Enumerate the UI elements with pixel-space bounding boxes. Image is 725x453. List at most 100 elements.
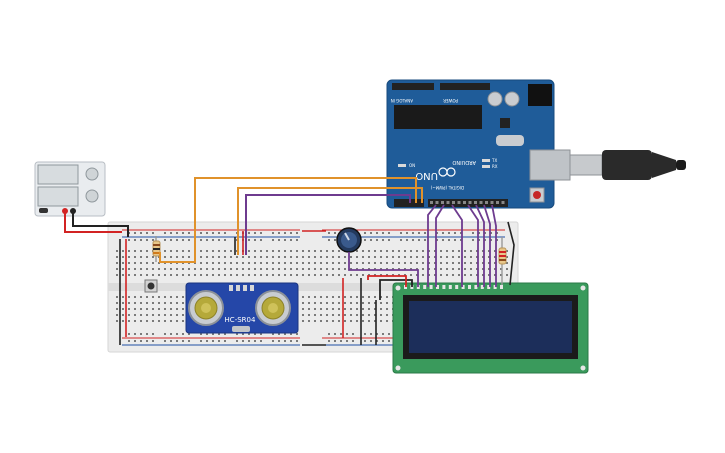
breadboard-hole [308,314,310,316]
breadboard-hole [320,314,322,316]
breadboard-hole [164,320,166,322]
breadboard-hole [290,256,292,258]
breadboard-hole [200,250,202,252]
sensor-pin-gnd[interactable] [250,285,254,291]
arduino-digital-pin[interactable] [457,201,461,204]
breadboard-hole [218,250,220,252]
breadboard-hole [212,333,214,335]
lcd-pin[interactable] [487,285,491,289]
breadboard-hole [134,320,136,322]
lcd-pin[interactable] [468,285,471,289]
breadboard-hole [356,262,358,264]
arduino-digital-pin[interactable] [496,201,499,204]
breadboard-hole [338,320,340,322]
arduino-digital-pin[interactable] [446,201,450,204]
breadboard-hole [272,333,274,335]
current-knob-icon[interactable] [85,189,99,203]
push-button[interactable] [144,279,158,293]
arduino-digital-pin[interactable] [452,201,455,204]
breadboard-hole [224,256,226,258]
breadboard-hole [422,274,424,276]
breadboard-hole [410,268,412,270]
breadboard-hole [128,239,130,241]
breadboard-hole [506,250,508,252]
lcd-pin[interactable] [429,285,433,289]
lcd-pin[interactable] [436,285,439,289]
lcd-resistor[interactable] [498,237,507,285]
lcd-pin[interactable] [474,285,478,289]
breadboard-hole [488,250,490,252]
lcd-pin[interactable] [455,285,459,289]
breadboard-hole [182,302,184,304]
breadboard-hole [368,308,370,310]
breadboard-hole [332,320,334,322]
lcd-pin[interactable] [500,285,503,289]
potentiometer[interactable] [336,227,362,253]
breadboard-hole [116,262,118,264]
ultrasonic-sensor[interactable]: HC-SR04 [185,282,299,334]
breadboard-hole [236,340,238,342]
breadboard-hole [134,296,136,298]
breadboard-hole [332,314,334,316]
breadboard-hole [218,262,220,264]
sensor-pin-trig[interactable] [236,285,240,291]
breadboard-hole [460,232,462,234]
voltage-knob-icon[interactable] [85,167,99,181]
breadboard-hole [128,262,130,264]
breadboard-hole [164,274,166,276]
arduino-digital-pin[interactable] [501,201,505,204]
breadboard-hole [140,239,142,241]
breadboard-hole [326,262,328,264]
breadboard-hole [260,256,262,258]
breadboard-hole [212,232,214,234]
arduino-digital-pin[interactable] [435,201,439,204]
breadboard-hole [254,274,256,276]
breadboard-hole [176,256,178,258]
breadboard-hole [170,320,172,322]
arduino-digital-pin[interactable] [463,201,466,204]
breadboard-hole [488,262,490,264]
breadboard-hole [392,262,394,264]
arduino-digital-pin[interactable] [474,201,477,204]
breadboard-hole [446,256,448,258]
lcd-pin[interactable] [442,285,446,289]
power-switch[interactable] [39,208,48,213]
lcd-pin[interactable] [423,285,427,289]
breadboard-hole [254,250,256,252]
breadboard-hole [314,302,316,304]
breadboard-hole [152,340,154,342]
breadboard-hole [146,262,148,264]
resistor[interactable] [152,236,161,262]
breadboard-hole [374,256,376,258]
breadboard-hole [506,268,508,270]
breadboard-hole [242,340,244,342]
breadboard-hole [422,268,424,270]
arduino-digital-pin[interactable] [468,201,472,204]
lcd-display[interactable] [392,282,589,374]
arduino-digital-pin[interactable] [441,201,444,204]
sensor-pin-vcc[interactable] [229,285,233,291]
breadboard-hole [368,296,370,298]
lcd-pin[interactable] [461,285,465,289]
breadboard-hole [146,250,148,252]
sensor-pin-echo[interactable] [243,285,247,291]
reset-button[interactable] [533,191,541,199]
breadboard-hole [472,232,474,234]
breadboard-hole [188,239,190,241]
breadboard-hole [392,250,394,252]
breadboard-hole [380,320,382,322]
breadboard-hole [362,302,364,304]
breadboard-hole [376,333,378,335]
breadboard-hole [212,250,214,252]
arduino-digital-pin[interactable] [490,201,494,204]
power-supply[interactable] [34,161,106,217]
arduino-digital-pin[interactable] [479,201,483,204]
breadboard-hole [260,262,262,264]
arduino-digital-pin[interactable] [430,201,433,204]
breadboard-hole [218,268,220,270]
breadboard-hole [338,250,340,252]
arduino-digital-pin[interactable] [485,201,488,204]
lcd-pin[interactable] [480,285,484,289]
lcd-pin[interactable] [448,285,452,289]
